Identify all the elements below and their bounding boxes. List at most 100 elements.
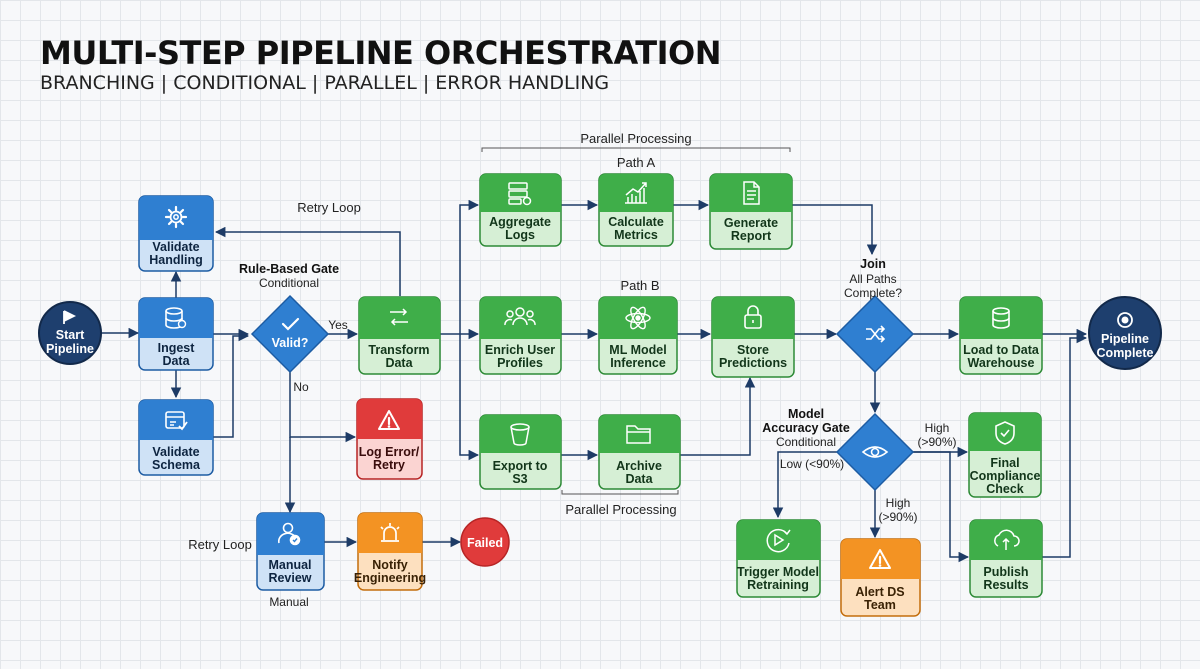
complete-label-2: Complete bbox=[1097, 346, 1154, 360]
trigger-retraining-node[interactable]: Trigger Model Retraining bbox=[736, 519, 821, 598]
transform-data-node[interactable]: Transform Data bbox=[358, 296, 441, 375]
ingest-label-1: Ingest bbox=[158, 341, 196, 355]
pipeline-complete-node[interactable]: Pipeline Complete bbox=[1088, 296, 1162, 370]
log-error-node[interactable]: Log Error/ Retry bbox=[356, 398, 423, 480]
edge-split-export bbox=[459, 334, 480, 461]
yes-label: Yes bbox=[328, 318, 348, 332]
store-label-2: Predictions bbox=[719, 356, 787, 370]
archive-label-2: Data bbox=[625, 472, 653, 486]
rule-gate-subtitle: Conditional bbox=[259, 276, 319, 290]
aggregate-label-2: Logs bbox=[505, 228, 535, 242]
transform-label-2: Data bbox=[385, 356, 413, 370]
edge-split-aggregate bbox=[459, 199, 480, 334]
cloud-upload-icon bbox=[994, 529, 1020, 550]
flag-icon bbox=[63, 310, 77, 324]
trigger-label-2: Retraining bbox=[747, 578, 809, 592]
calculate-metrics-node[interactable]: Calculate Metrics bbox=[598, 173, 674, 247]
alert-label-2: Team bbox=[864, 598, 896, 612]
archive-label-1: Archive bbox=[616, 459, 662, 473]
export-s3-node[interactable]: Export to S3 bbox=[479, 414, 562, 490]
load-warehouse-node[interactable]: Load to Data Warehouse bbox=[959, 296, 1043, 375]
start-label-1: Start bbox=[56, 328, 85, 342]
failed-label: Failed bbox=[467, 536, 503, 550]
notify-engineering-node[interactable]: Notify Engineering bbox=[354, 512, 426, 591]
ingest-label-2: Data bbox=[162, 354, 190, 368]
accuracy-gate-subtitle: Conditional bbox=[776, 435, 836, 449]
join-label-2: All Paths bbox=[849, 272, 896, 286]
validate-handling-node[interactable]: Validate Handling bbox=[138, 195, 214, 272]
export-label-1: Export to bbox=[493, 459, 548, 473]
page-subtitle: BRANCHING | CONDITIONAL | PARALLEL | ERR… bbox=[40, 72, 610, 94]
eye-icon bbox=[861, 446, 889, 458]
play-refresh-icon bbox=[766, 528, 791, 553]
generate-label-2: Report bbox=[731, 229, 772, 243]
aggregate-logs-node[interactable]: Aggregate Logs bbox=[479, 173, 562, 247]
start-node[interactable]: Start Pipeline bbox=[38, 301, 102, 365]
edge-schema-gate bbox=[213, 330, 250, 438]
archive-data-node[interactable]: Archive Data bbox=[598, 414, 681, 490]
complete-label-1: Pipeline bbox=[1101, 332, 1149, 346]
bucket-icon bbox=[510, 423, 530, 446]
rule-gate-title: Rule-Based Gate bbox=[239, 262, 339, 276]
no-label: No bbox=[293, 380, 309, 394]
users-icon bbox=[504, 307, 536, 326]
failed-node[interactable]: Failed bbox=[460, 517, 510, 567]
manual-review-label-1: Manual bbox=[268, 558, 311, 572]
enrich-profiles-node[interactable]: Enrich User Profiles bbox=[479, 296, 562, 375]
validate-schema-node[interactable]: Validate Schema bbox=[138, 399, 214, 476]
ml-label-2: Inference bbox=[610, 356, 666, 370]
retry-loop-label-top: Retry Loop bbox=[297, 200, 361, 215]
join-label-3: Complete? bbox=[844, 286, 902, 300]
shuffle-icon bbox=[866, 325, 886, 343]
validate-schema-label-1: Validate bbox=[152, 445, 199, 459]
parallel-processing-bottom: Parallel Processing bbox=[565, 502, 676, 517]
valid-gate-node[interactable]: Valid? bbox=[250, 294, 330, 374]
notify-label-1: Notify bbox=[372, 558, 407, 572]
final-compliance-node[interactable]: Final Compliance Check bbox=[968, 412, 1042, 498]
valid-gate-label: Valid? bbox=[272, 336, 309, 350]
final-label-2: Compliance bbox=[970, 469, 1041, 483]
final-label-3: Check bbox=[986, 482, 1024, 496]
load-label-2: Warehouse bbox=[968, 356, 1035, 370]
page-title: MULTI-STEP PIPELINE ORCHESTRATION bbox=[40, 34, 722, 72]
join-gate-node[interactable] bbox=[835, 294, 915, 374]
check-icon bbox=[281, 317, 300, 331]
generate-label-1: Generate bbox=[724, 216, 778, 230]
generate-report-node[interactable]: Generate Report bbox=[709, 173, 793, 250]
edge-generate-join bbox=[792, 204, 878, 256]
high-down-label-2: (>90%) bbox=[878, 510, 917, 524]
publish-label-1: Publish bbox=[983, 565, 1028, 579]
lock-icon bbox=[744, 305, 762, 329]
final-label-1: Final bbox=[990, 456, 1019, 470]
edge-archive-store bbox=[680, 376, 756, 456]
database-gear-icon bbox=[165, 307, 187, 329]
alert-ds-node[interactable]: Alert DS Team bbox=[840, 538, 921, 617]
ml-inference-node[interactable]: ML Model Inference bbox=[598, 296, 678, 375]
publish-label-2: Results bbox=[983, 578, 1028, 592]
enrich-label-1: Enrich User bbox=[485, 343, 555, 357]
validate-handling-label-2: Handling bbox=[149, 253, 202, 267]
store-predictions-node[interactable]: Store Predictions bbox=[711, 296, 795, 378]
log-error-label-1: Log Error/ bbox=[359, 445, 420, 459]
trigger-label-1: Trigger Model bbox=[737, 565, 819, 579]
accuracy-gate-title-1: Model bbox=[788, 407, 824, 421]
validate-schema-label-2: Schema bbox=[152, 458, 201, 472]
publish-results-node[interactable]: Publish Results bbox=[969, 519, 1043, 598]
accuracy-gate-node[interactable] bbox=[835, 412, 915, 492]
server-gear-icon bbox=[508, 182, 532, 206]
high-down-label-1: High bbox=[886, 496, 911, 510]
path-b-label: Path B bbox=[620, 278, 659, 293]
aggregate-label-1: Aggregate bbox=[489, 215, 551, 229]
validate-handling-label-1: Validate bbox=[152, 240, 199, 254]
parallel-processing-top: Parallel Processing bbox=[580, 131, 691, 146]
edge-accuracy-trigger bbox=[772, 451, 838, 519]
user-check-icon bbox=[278, 522, 301, 546]
ingest-data-node[interactable]: Ingest Data bbox=[138, 297, 214, 371]
document-icon bbox=[743, 181, 760, 205]
join-label-1: Join bbox=[860, 257, 886, 271]
manual-review-node[interactable]: Manual Review bbox=[256, 512, 325, 591]
alert-label-1: Alert DS bbox=[855, 585, 904, 599]
notify-label-2: Engineering bbox=[354, 571, 426, 585]
manual-label: Manual bbox=[269, 595, 308, 609]
